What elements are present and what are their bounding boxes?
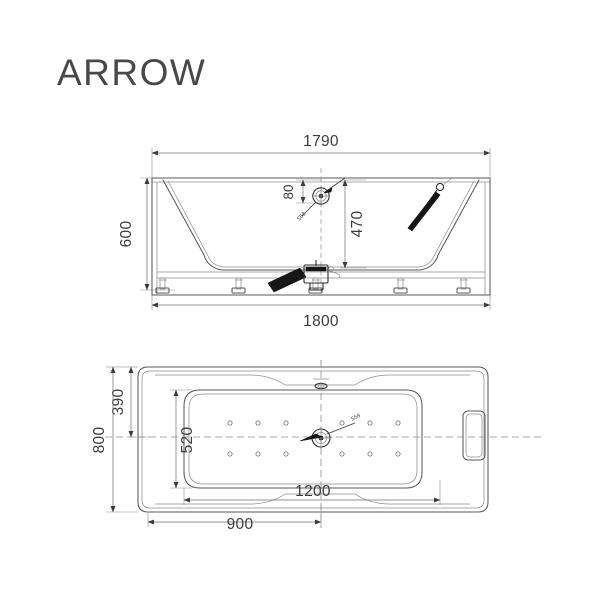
dim-label-470: 470 (349, 211, 366, 238)
leg-4 (393, 277, 408, 294)
plan-basin-outline (183, 389, 423, 489)
jet-row-top (227, 420, 401, 426)
leg-3 (308, 277, 323, 294)
plan-leader-note: S58 (350, 413, 361, 423)
leg-shaft (235, 277, 242, 290)
leg-shaft (159, 277, 166, 290)
plan-outer-outline (137, 366, 489, 513)
jet-nozzle (367, 420, 373, 426)
pump-outlet-pipe (327, 271, 341, 279)
dim-label-520: 520 (179, 427, 196, 454)
leg-shaft (460, 277, 467, 290)
jet-nozzle (367, 451, 373, 457)
plan-rim-top-profile (155, 374, 470, 386)
jet-nozzle (227, 451, 233, 457)
plan-leader-line (326, 422, 356, 435)
pump-drain-assembly (267, 260, 341, 293)
dim-label-80: 80 (281, 184, 296, 199)
elevation-leader-note: S58 (296, 211, 307, 222)
jet-nozzle (227, 420, 233, 426)
dim-label-1800: 1800 (303, 313, 339, 330)
pump-port (328, 266, 334, 272)
tap-outer-circle (312, 187, 330, 205)
headrest-inner (465, 413, 483, 458)
right-slope-fitting-cap (435, 182, 445, 192)
right-slope-fitting-body (407, 191, 441, 232)
leg-foot (155, 287, 170, 294)
dim-label-900: 900 (227, 516, 254, 533)
plan-leader-arrow (299, 433, 323, 442)
jet-nozzle (255, 420, 261, 426)
pump-housing-band (305, 266, 327, 272)
leg-shaft (397, 277, 404, 290)
plan-outer-outline-offset (141, 370, 485, 509)
dim-label-390: 390 (110, 389, 127, 416)
plan-basin-outline-offset (188, 393, 418, 485)
pump-motor-body (267, 267, 307, 293)
jet-nozzle (395, 451, 401, 457)
tap-leader-line (324, 177, 346, 193)
dim-label-1200: 1200 (295, 483, 331, 500)
leg-foot (456, 287, 471, 294)
jet-nozzle (395, 420, 401, 426)
jet-nozzle (255, 451, 261, 457)
top-plan-view: S58 390 800 520 1200 900 (91, 360, 545, 533)
leg-5 (456, 277, 471, 294)
elevation-tap-fitting (312, 187, 330, 205)
headrest (462, 410, 486, 461)
leg-group (155, 277, 471, 294)
jet-nozzle (283, 451, 289, 457)
tap-leader-arrow (323, 187, 333, 194)
page-title: ARROW (57, 52, 206, 93)
right-slope-fitting-stem (442, 177, 453, 186)
leg-2 (231, 277, 246, 294)
dim-label-1790: 1790 (303, 133, 339, 150)
dim-label-600: 600 (118, 221, 135, 248)
leg-foot (393, 287, 408, 294)
leg-foot (231, 287, 246, 294)
jet-nozzle (339, 451, 345, 457)
leg-1 (155, 277, 170, 294)
jet-nozzle (339, 420, 345, 426)
jet-nozzle (283, 420, 289, 426)
plan-rim-bottom-profile (155, 493, 470, 505)
dim-label-800: 800 (91, 427, 108, 454)
front-elevation-view: 1790 600 (118, 133, 491, 330)
jet-row-bottom (227, 451, 401, 457)
tap-note-leader (301, 201, 317, 217)
drain-trap (309, 282, 324, 291)
